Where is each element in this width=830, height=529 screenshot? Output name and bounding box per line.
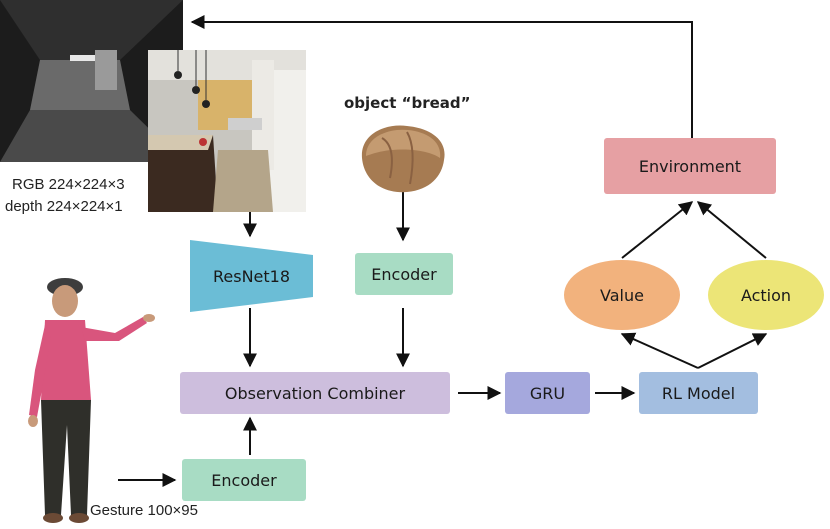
- arrow-environment-to-observation: [190, 15, 693, 138]
- action-shape: [708, 260, 824, 330]
- resnet-shape: [190, 240, 313, 312]
- arrow-rlmodel-to-action: [697, 333, 768, 369]
- arrow-rlmodel-to-value: [620, 332, 699, 369]
- arrow-value-to-environment: [621, 201, 694, 259]
- object-encoder-box: Encoder: [355, 253, 453, 295]
- gesture-caption: Gesture 100×95: [90, 502, 198, 519]
- action-label: Action: [740, 285, 792, 305]
- gru-box: GRU: [505, 372, 590, 414]
- object-caption: object “bread”: [344, 94, 471, 112]
- gesture-encoder-box: Encoder: [182, 459, 306, 501]
- rgb-caption: RGB 224×224×3: [12, 176, 125, 193]
- value-shape: [564, 260, 680, 330]
- value-label: Value: [600, 285, 644, 305]
- person-gesture-figure: [15, 275, 165, 525]
- resnet-label: ResNet18: [212, 266, 291, 286]
- rl-model-box: RL Model: [639, 372, 758, 414]
- environment-box: Environment: [604, 138, 776, 194]
- depth-caption: depth 224×224×1: [5, 198, 123, 215]
- observation-combiner-box: Observation Combiner: [180, 372, 450, 414]
- bread-image: [352, 118, 452, 198]
- arrow-action-to-environment: [696, 201, 767, 259]
- rgb-image: [148, 50, 306, 212]
- depth-image: [0, 0, 183, 162]
